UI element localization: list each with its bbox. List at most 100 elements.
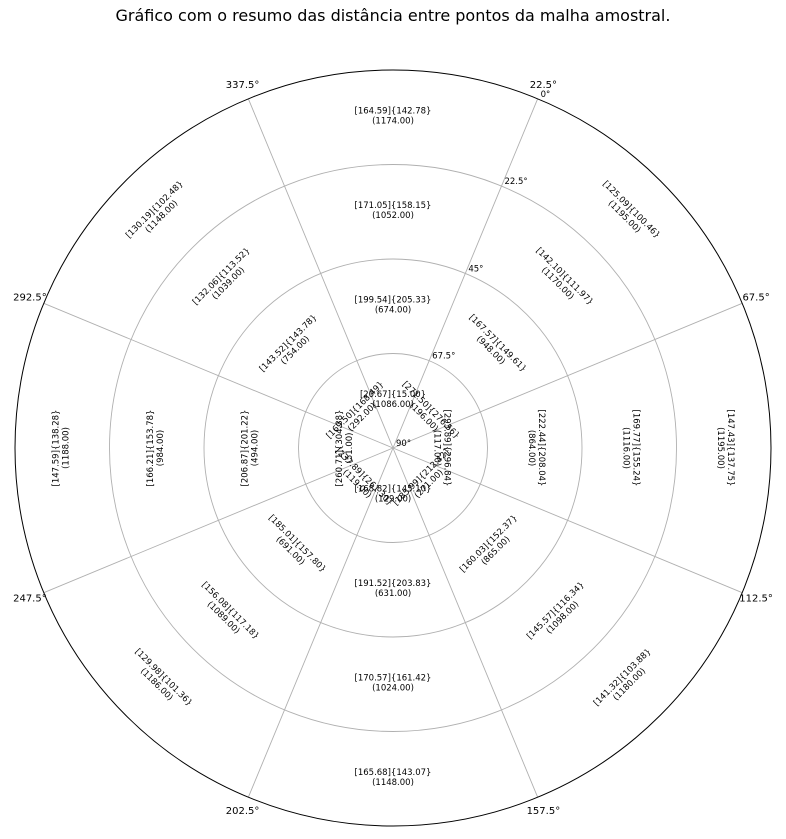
azimuth-tick-label: 22.5° — [530, 80, 557, 91]
cell-count-text: (1116.00) — [620, 427, 630, 469]
cell-label: [143.52]{143.78}(754.00) — [258, 313, 319, 374]
cell-label: [293.89]{296.84}(117.00) — [431, 410, 451, 487]
cell-stats-text: [20.67]{15.00} — [360, 390, 426, 400]
radial-tick-label: 22.5° — [504, 177, 527, 187]
cell-label: [130.19]{102.48}(1148.00) — [124, 179, 185, 240]
chart-title: Gráfico com o resumo das distância entre… — [115, 6, 671, 25]
cell-stats-text: [164.59]{142.78} — [355, 106, 432, 116]
cell-label: [147.43]{137.75}(1195.00) — [715, 410, 735, 487]
cell-stats-text: [147.59]{138.28} — [51, 410, 61, 487]
cell-label: [169.77]{155.24}(1116.00) — [620, 410, 640, 487]
cell-stats-text: [141.32]{103.88} — [592, 647, 653, 708]
cell-stats-text: [169.77]{155.24} — [630, 410, 640, 487]
cell-stats-text: [129.98]{101.36} — [133, 647, 194, 708]
cell-label: [145.57]{116.34}(1098.00) — [525, 580, 586, 641]
cell-label: [20.67]{15.00}(1086.00) — [360, 390, 426, 410]
cell-stats-text: [142.10]{111.97} — [534, 246, 595, 307]
azimuth-tick-label: 157.5° — [527, 806, 561, 817]
cell-count-text: (984.00) — [156, 430, 166, 466]
cell-stats-text: [125.09]{100.46} — [600, 179, 661, 240]
cell-count-text: (864.00) — [526, 430, 536, 466]
cell-stats-text: [293.89]{296.84} — [441, 410, 451, 487]
azimuth-tick-label: 112.5° — [739, 593, 773, 604]
cell-stats-text: [130.19]{102.48} — [124, 179, 185, 240]
cell-count-text: (1174.00) — [372, 116, 414, 126]
cell-label: [191.52]{203.83}(631.00) — [355, 579, 432, 599]
grid-ring — [109, 164, 677, 732]
cell-stats-text: [206.87]{201.22} — [240, 410, 250, 487]
cell-count-text: (1195.00) — [715, 427, 725, 469]
cell-label: [260.71]{304.38}(51.00) — [335, 410, 355, 487]
cell-stats-text: [168.82]{145.10} — [355, 484, 432, 494]
cell-label: [171.05]{158.15}(1052.00) — [355, 201, 432, 221]
cell-label: [199.54]{205.33}(674.00) — [355, 295, 432, 315]
cell-label: [222.44]{208.04}(864.00) — [526, 410, 546, 487]
cell-stats-text: [156.08]{117.18} — [199, 580, 260, 641]
cell-label: [170.57]{161.42}(1024.00) — [355, 673, 432, 693]
grid-ring — [203, 258, 583, 638]
cell-label: [167.57]{149.61}(948.00) — [467, 313, 528, 374]
cell-count-text: (674.00) — [375, 305, 411, 315]
cell-count-text: (1188.00) — [61, 427, 71, 469]
cell-stats-text: [165.68]{143.07} — [355, 768, 432, 778]
cell-stats-text: [199.54]{205.33} — [355, 295, 432, 305]
cell-label: [185.01]{157.80}(691.00) — [266, 513, 327, 574]
cell-stats-text: [166.21]{153.78} — [146, 410, 156, 487]
cell-stats-text: [171.05]{158.15} — [355, 201, 432, 211]
cell-stats-text: [260.71]{304.38} — [335, 410, 345, 487]
cell-label: [165.68]{143.07}(1148.00) — [355, 768, 432, 788]
grid-layer — [14, 69, 772, 827]
cell-label: [160.03]{152.37}(865.00) — [458, 513, 519, 574]
axis-label-layer: 22.5° 67.5° 112.5° 157.5° 202.5° 247.5° 292.5°… — [13, 80, 773, 817]
cell-label: [125.09]{100.46}(1195.00) — [600, 179, 661, 240]
cell-label: [206.87]{201.22}(494.00) — [240, 410, 260, 487]
cell-label: [132.06]{113.52}(1039.00) — [191, 246, 252, 307]
azimuth-tick-label: 202.5° — [226, 806, 260, 817]
cell-label: [129.98]{101.36}(1186.00) — [133, 647, 194, 708]
radial-tick-label: 0° — [541, 90, 551, 100]
radial-tick-label: 90° — [396, 439, 411, 449]
cell-stats-text: [170.57]{161.42} — [355, 673, 432, 683]
cell-label: [164.59]{142.78}(1174.00) — [355, 106, 432, 126]
cell-stats-text: [167.57]{149.61} — [467, 313, 528, 374]
grid-spoke — [392, 302, 743, 449]
cell-stats-text: [160.03]{152.37} — [458, 513, 519, 574]
grid-spoke — [247, 447, 394, 798]
cell-stats-text: [191.52]{203.83} — [355, 579, 432, 589]
cell-label: [168.82]{145.10}(129.00) — [355, 484, 432, 504]
cell-stats-text: [132.06]{113.52} — [191, 246, 252, 307]
cell-count-text: (1086.00) — [372, 400, 414, 410]
cell-count-text: (129.00) — [375, 494, 411, 504]
azimuth-tick-label: 67.5° — [742, 293, 769, 304]
cell-label: [142.10]{111.97}(1170.00) — [534, 246, 595, 307]
grid-spoke — [392, 447, 743, 594]
cell-stats-text: [145.57]{116.34} — [525, 580, 586, 641]
azimuth-tick-label: 292.5° — [13, 293, 47, 304]
cell-count-text: (51.00) — [345, 433, 355, 464]
cell-stats-text: [147.43]{137.75} — [725, 410, 735, 487]
grid-spoke — [43, 447, 394, 594]
radial-tick-label: 45° — [468, 264, 483, 274]
grid-spoke — [392, 98, 539, 449]
cell-stats-text: [185.01]{157.80} — [266, 513, 327, 574]
cell-count-text: (1148.00) — [372, 778, 414, 788]
cell-label: [156.08]{117.18}(1089.00) — [199, 580, 260, 641]
grid-spoke — [43, 302, 394, 449]
grid-spoke — [392, 447, 539, 798]
cell-label: [141.32]{103.88}(1180.00) — [592, 647, 653, 708]
cell-stats-text: [143.52]{143.78} — [258, 313, 319, 374]
cell-count-text: (631.00) — [375, 589, 411, 599]
cell-count-text: (1052.00) — [372, 211, 414, 221]
cell-label: [166.21]{153.78}(984.00) — [146, 410, 166, 487]
cell-label: [147.59]{138.28}(1188.00) — [51, 410, 71, 487]
azimuth-tick-label: 247.5° — [13, 593, 47, 604]
cell-count-text: (1024.00) — [372, 683, 414, 693]
azimuth-tick-label: 337.5° — [226, 80, 260, 91]
cell-count-text: (117.00) — [431, 430, 441, 466]
polar-frame — [14, 69, 772, 827]
cell-count-text: (494.00) — [250, 430, 260, 466]
radial-tick-label: 67.5° — [432, 352, 455, 362]
grid-spoke — [247, 98, 394, 449]
grid-ring — [298, 353, 488, 543]
